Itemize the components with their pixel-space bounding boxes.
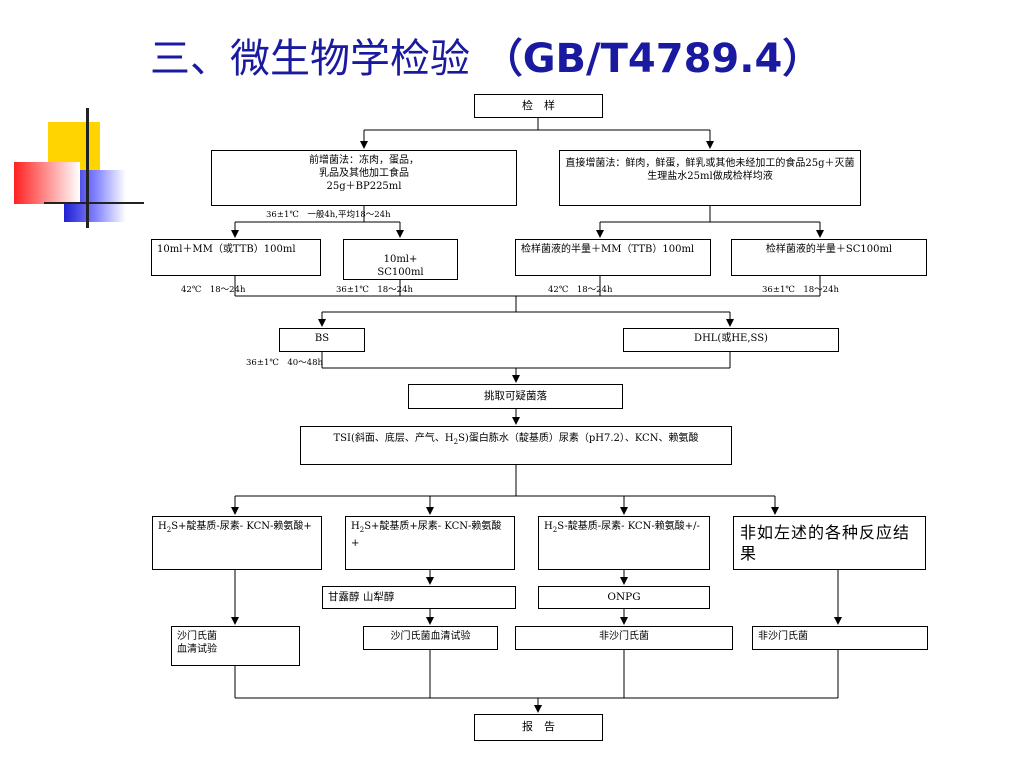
box-pre-enrichment: 前增菌法：冻肉，蛋品， 乳品及其他加工食品 25g＋BP225ml (211, 150, 517, 206)
box-outcome-salmonella-serum-1: 沙门氏菌 血清试验 (171, 626, 300, 666)
box-dhl-plate: DHL(或HE,SS) (623, 328, 839, 352)
box-direct-enrichment: 直接增菌法：鲜肉，鲜蛋，鲜乳或其他未经加工的食品25g＋灭菌生理盐水25ml做成… (559, 150, 861, 206)
box-result-other: 非如左述的各种反应结果 (733, 516, 926, 570)
result-2-h: H (351, 521, 360, 532)
note-enrich-4: 36±1℃ 18～24h (762, 285, 839, 295)
result-3-sub: 2 (552, 526, 558, 534)
box-result-2: H2S+靛基质+尿素- KCN-赖氨酸+ (345, 516, 515, 570)
result-2-text: S+靛基质+尿素- KCN-赖氨酸+ (351, 521, 502, 549)
box-enrich-half-sc: 检样菌液的半量＋SC100ml (731, 239, 927, 276)
note-bs-incubation: 36±1℃ 40～48h (246, 358, 323, 368)
decor-red-square (14, 162, 80, 204)
box-outcome-non-salmonella-1: 非沙门氏菌 (515, 626, 733, 650)
box-result-3: H2S-靛基质-尿素- KCN-赖氨酸+/- (538, 516, 710, 570)
tsi-subscript: 2 (453, 438, 459, 446)
box-outcome-salmonella-serum-2: 沙门氏菌血清试验 (363, 626, 498, 650)
box-report: 报 告 (474, 714, 603, 741)
box-onpg: ONPG (538, 586, 710, 609)
note-enrich-2: 36±1℃ 18～24h (336, 285, 413, 295)
tsi-text-b: S)蛋白胨水（靛基质）尿素（pH7.2）、KCN、赖氨酸 (458, 433, 699, 444)
box-enrich-half-mm: 检样菌液的半量＋MM（TTB）100ml (515, 239, 711, 276)
tsi-text-a: TSI(斜面、底层、产气、H (333, 433, 454, 444)
result-3-h: H (544, 521, 553, 532)
box-outcome-non-salmonella-2: 非沙门氏菌 (752, 626, 928, 650)
box-enrich-mm-ttb: 10ml＋MM（或TTB）100ml (151, 239, 321, 276)
result-1-text: S+靛基质-尿素- KCN-赖氨酸+ (171, 521, 312, 532)
result-1-sub: 2 (166, 526, 172, 534)
box-mannitol-sorbitol: 甘露醇 山犁醇 (322, 586, 516, 609)
slide-title: 三、微生物学检验 （GB/T4789.4） (150, 28, 980, 90)
box-sample: 检 样 (474, 94, 603, 118)
note-pre-incubation: 36±1℃ 一般4h,平均18～24h (266, 210, 391, 220)
decor-horizontal-bar (44, 202, 144, 204)
note-enrich-1: 42℃ 18～24h (181, 285, 246, 295)
box-enrich-sc: 10ml+ SC100ml (343, 239, 458, 280)
result-2-sub: 2 (359, 526, 365, 534)
decor-vertical-bar (86, 108, 89, 228)
box-pick-colonies: 挑取可疑菌落 (408, 384, 623, 409)
result-3-text: S-靛基质-尿素- KCN-赖氨酸+/- (557, 521, 700, 532)
note-enrich-3: 42℃ 18～24h (548, 285, 613, 295)
box-result-1: H2S+靛基质-尿素- KCN-赖氨酸+ (152, 516, 322, 570)
box-tsi-tests: TSI(斜面、底层、产气、H2S)蛋白胨水（靛基质）尿素（pH7.2）、KCN、… (300, 426, 732, 465)
title-standard-code: （GB/T4789.4） (482, 36, 823, 82)
box-bs-plate: BS (279, 328, 365, 352)
title-chinese: 三、微生物学检验 (150, 36, 470, 82)
result-1-h: H (158, 521, 167, 532)
